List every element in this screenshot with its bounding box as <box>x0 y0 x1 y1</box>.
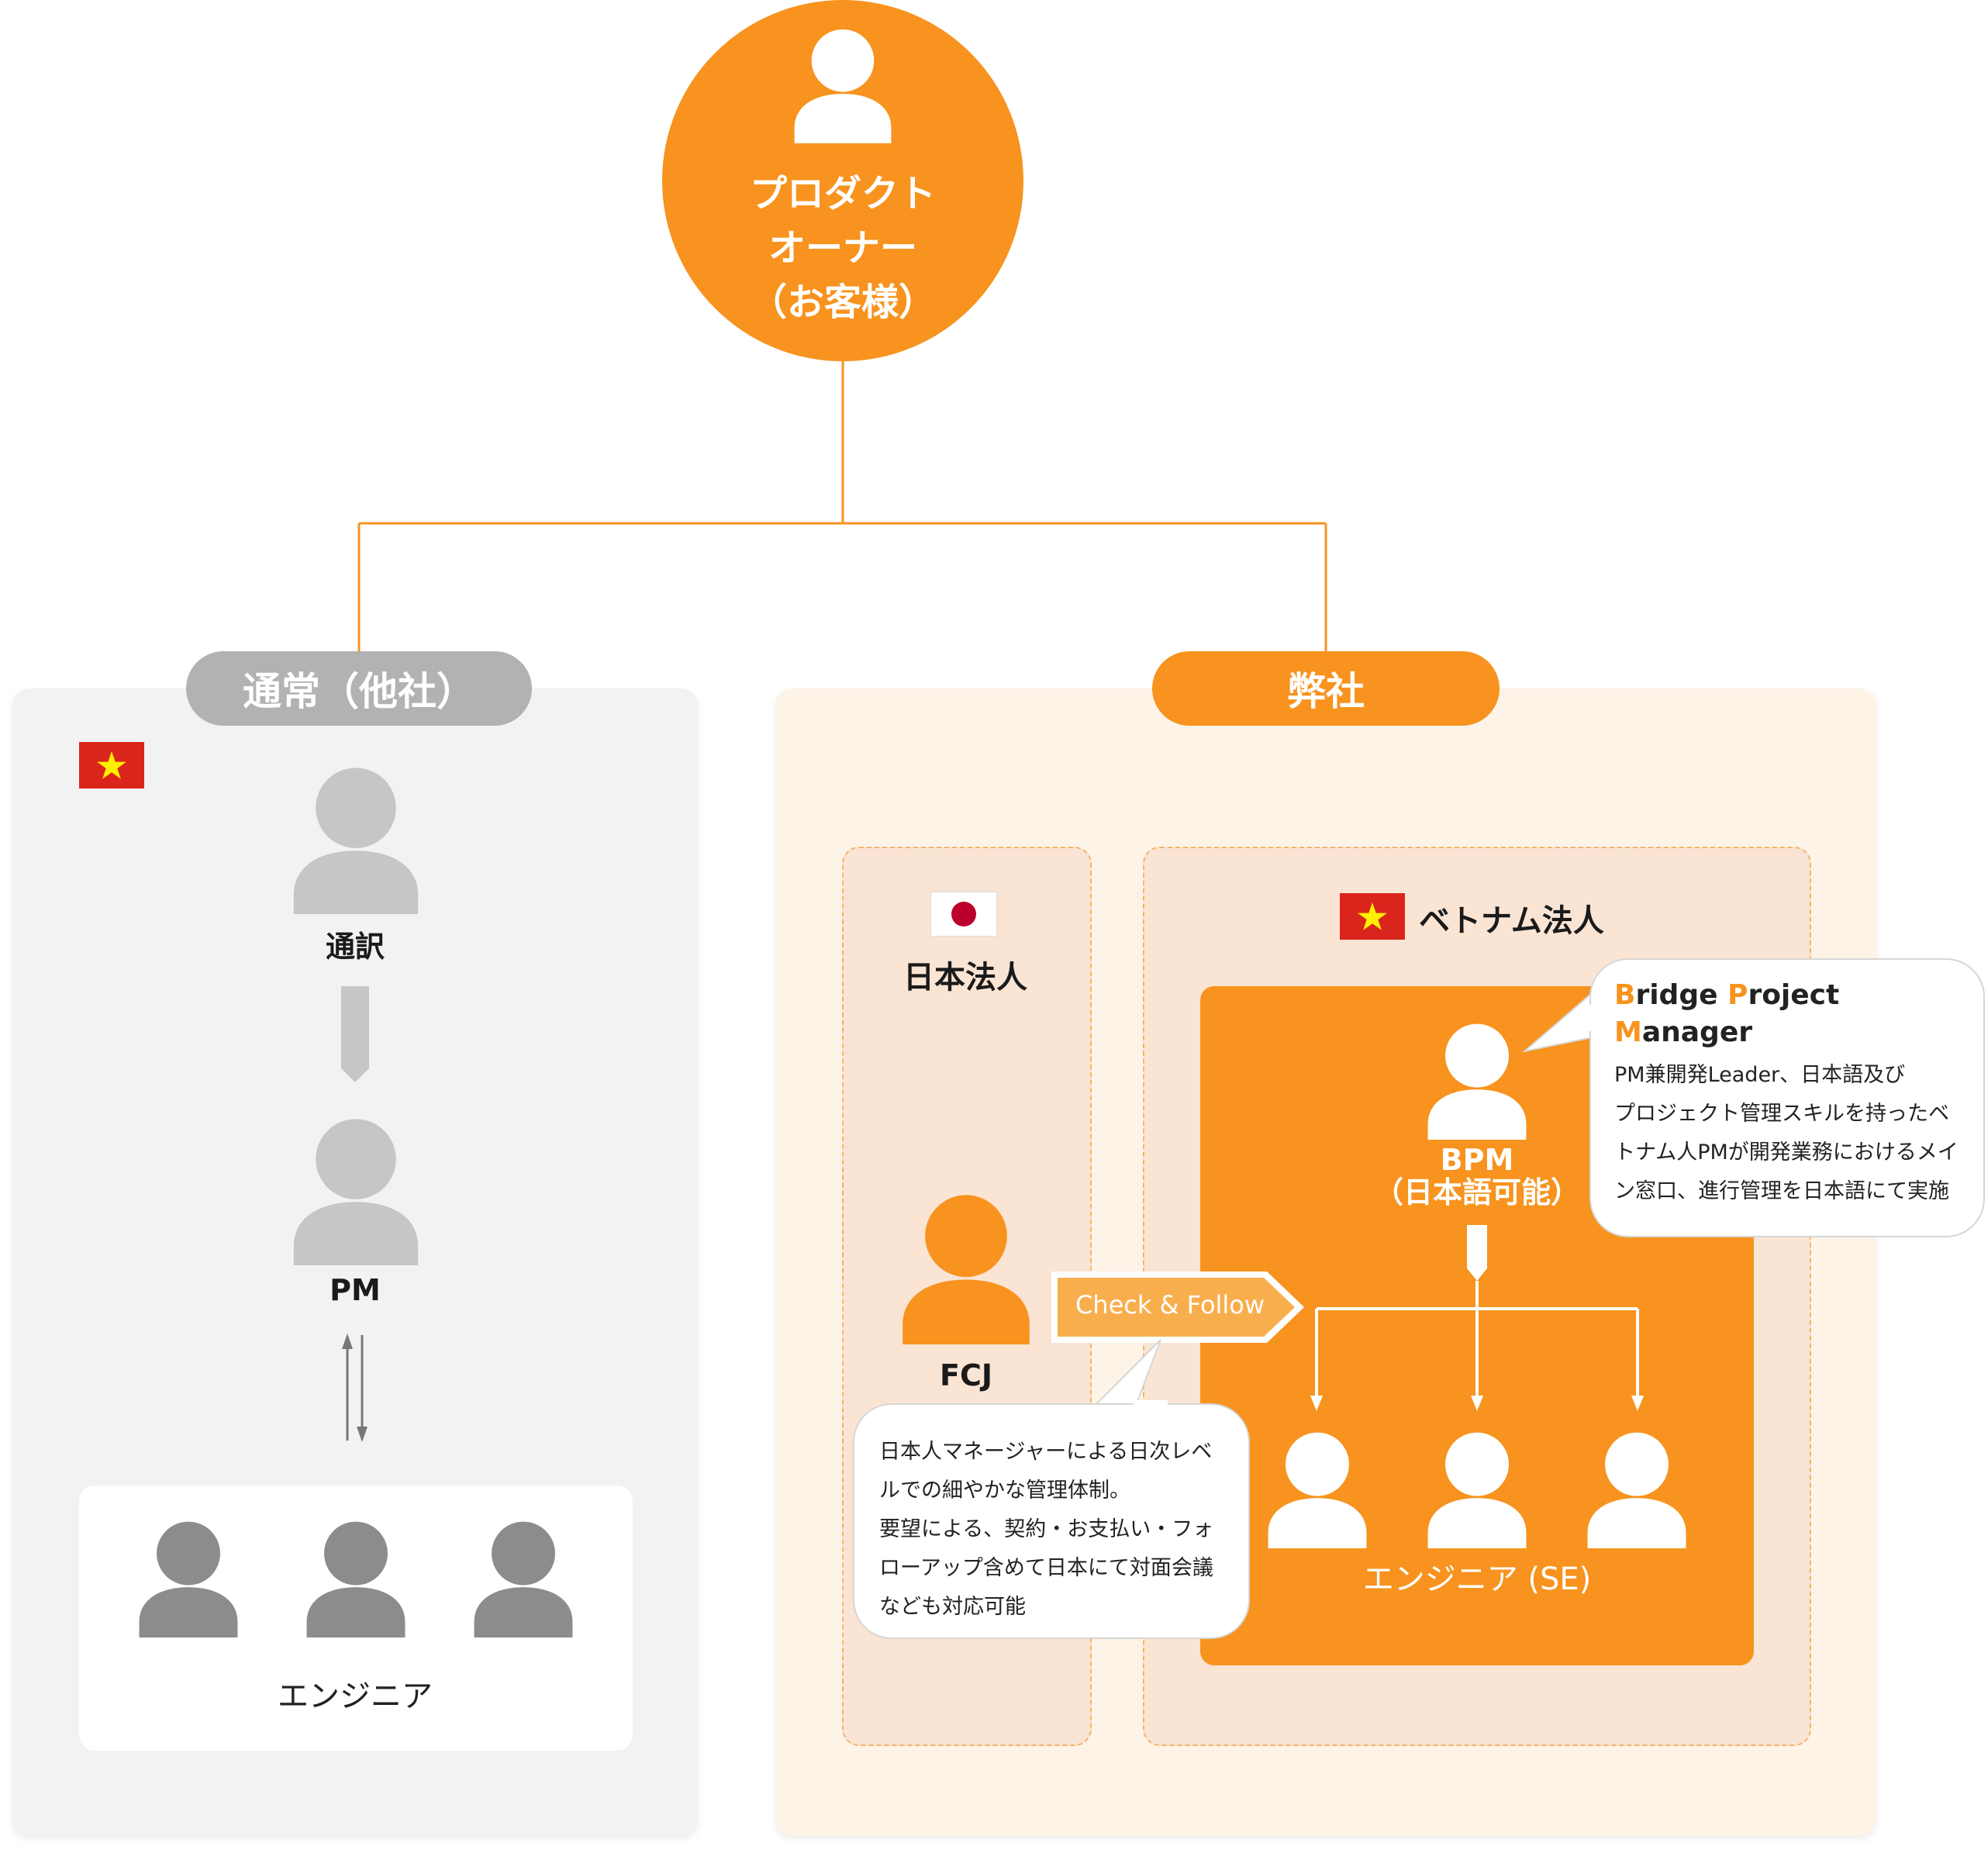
pm-label: PM <box>330 1273 381 1307</box>
interpreter-label: 通訳 <box>325 930 385 964</box>
bpm-person-icon <box>1427 1023 1527 1140</box>
bpm-tree-arrows <box>1310 1225 1644 1411</box>
bpm-note-initial: P <box>1727 979 1748 1011</box>
fcj-person-icon <box>903 1195 1030 1344</box>
engineer-person-icon <box>1268 1432 1367 1548</box>
owner-title-line3: （お客様） <box>749 281 936 324</box>
bpm-note-line: トナム人PMが開発業務におけるメイ <box>1614 1140 1959 1165</box>
bpm-note-initial: B <box>1614 979 1636 1011</box>
fcj-note-bubble: 日本人マネージャーによる日次レベ ルでの細やかな管理体制。 要望による、契約・お… <box>853 1403 1250 1639</box>
product-owner-node: プロダクト オーナー （お客様） <box>662 0 1023 361</box>
se-engineers-label: エンジニア (SE) <box>1362 1561 1592 1597</box>
bpm-note-line: ン窓口、進行管理を日本語にて実施 <box>1614 1179 1949 1203</box>
interpreter-person-icon <box>293 768 419 914</box>
bpm-note-title-part: ridge <box>1635 979 1728 1011</box>
engineer-person-icon <box>306 1521 406 1637</box>
vietnam-entity-label: ベトナム法人 <box>1419 903 1604 939</box>
pm-person-icon <box>293 1119 419 1265</box>
japan-entity-label: 日本法人 <box>903 960 1027 996</box>
other-company-title: 通常（他社） <box>186 651 532 726</box>
bpm-note-line: PM兼開発Leader、日本語及び <box>1614 1063 1906 1087</box>
bpm-sublabel: （日本語可能） <box>1373 1175 1580 1209</box>
person-icon <box>794 29 892 143</box>
engineer-person-icon <box>1427 1432 1527 1548</box>
check-follow-label: Check & Follow <box>1075 1290 1265 1320</box>
fcj-note-line: 要望による、契約・お支払い・フォ <box>879 1517 1214 1541</box>
fcj-note-line: なども対応可能 <box>879 1595 1026 1619</box>
engineer-person-icon <box>474 1521 573 1637</box>
fcj-note-line: ローアップ含めて日本にて対面会議 <box>879 1556 1213 1580</box>
japan-flag-icon <box>930 892 997 937</box>
vietnam-flag-icon <box>1340 893 1405 940</box>
fcj-note-tail <box>1089 1339 1161 1410</box>
down-arrow-icon <box>341 986 369 1082</box>
fcj-note-line: 日本人マネージャーによる日次レベ <box>879 1440 1213 1464</box>
engineer-person-icon <box>139 1521 238 1637</box>
bpm-note-line: プロジェクト管理スキルを持ったベ <box>1614 1102 1949 1126</box>
engineer-person-icon <box>1587 1432 1686 1548</box>
fcj-label: FCJ <box>940 1358 992 1392</box>
bpm-label: BPM <box>1440 1143 1514 1177</box>
bidirectional-arrow-icon <box>342 1334 368 1442</box>
engineers-label: エンジニア <box>278 1679 433 1714</box>
bpm-note-title-part: anager <box>1641 1016 1752 1048</box>
owner-title-line2: オーナー <box>768 226 917 270</box>
bpm-note-initial: M <box>1614 1016 1642 1048</box>
check-follow-arrow <box>1051 1272 1304 1343</box>
vietnam-flag-icon <box>79 742 144 788</box>
owner-title-line1: プロダクト <box>749 172 936 216</box>
fcj-note-line: ルでの細やかな管理体制。 <box>879 1479 1130 1503</box>
our-company-title: 弊社 <box>1152 651 1500 726</box>
bpm-note-title-part: roject <box>1748 979 1840 1011</box>
bpm-note-bubble: Bridge Project Manager PM兼開発Leader、日本語及び… <box>1589 958 1985 1237</box>
